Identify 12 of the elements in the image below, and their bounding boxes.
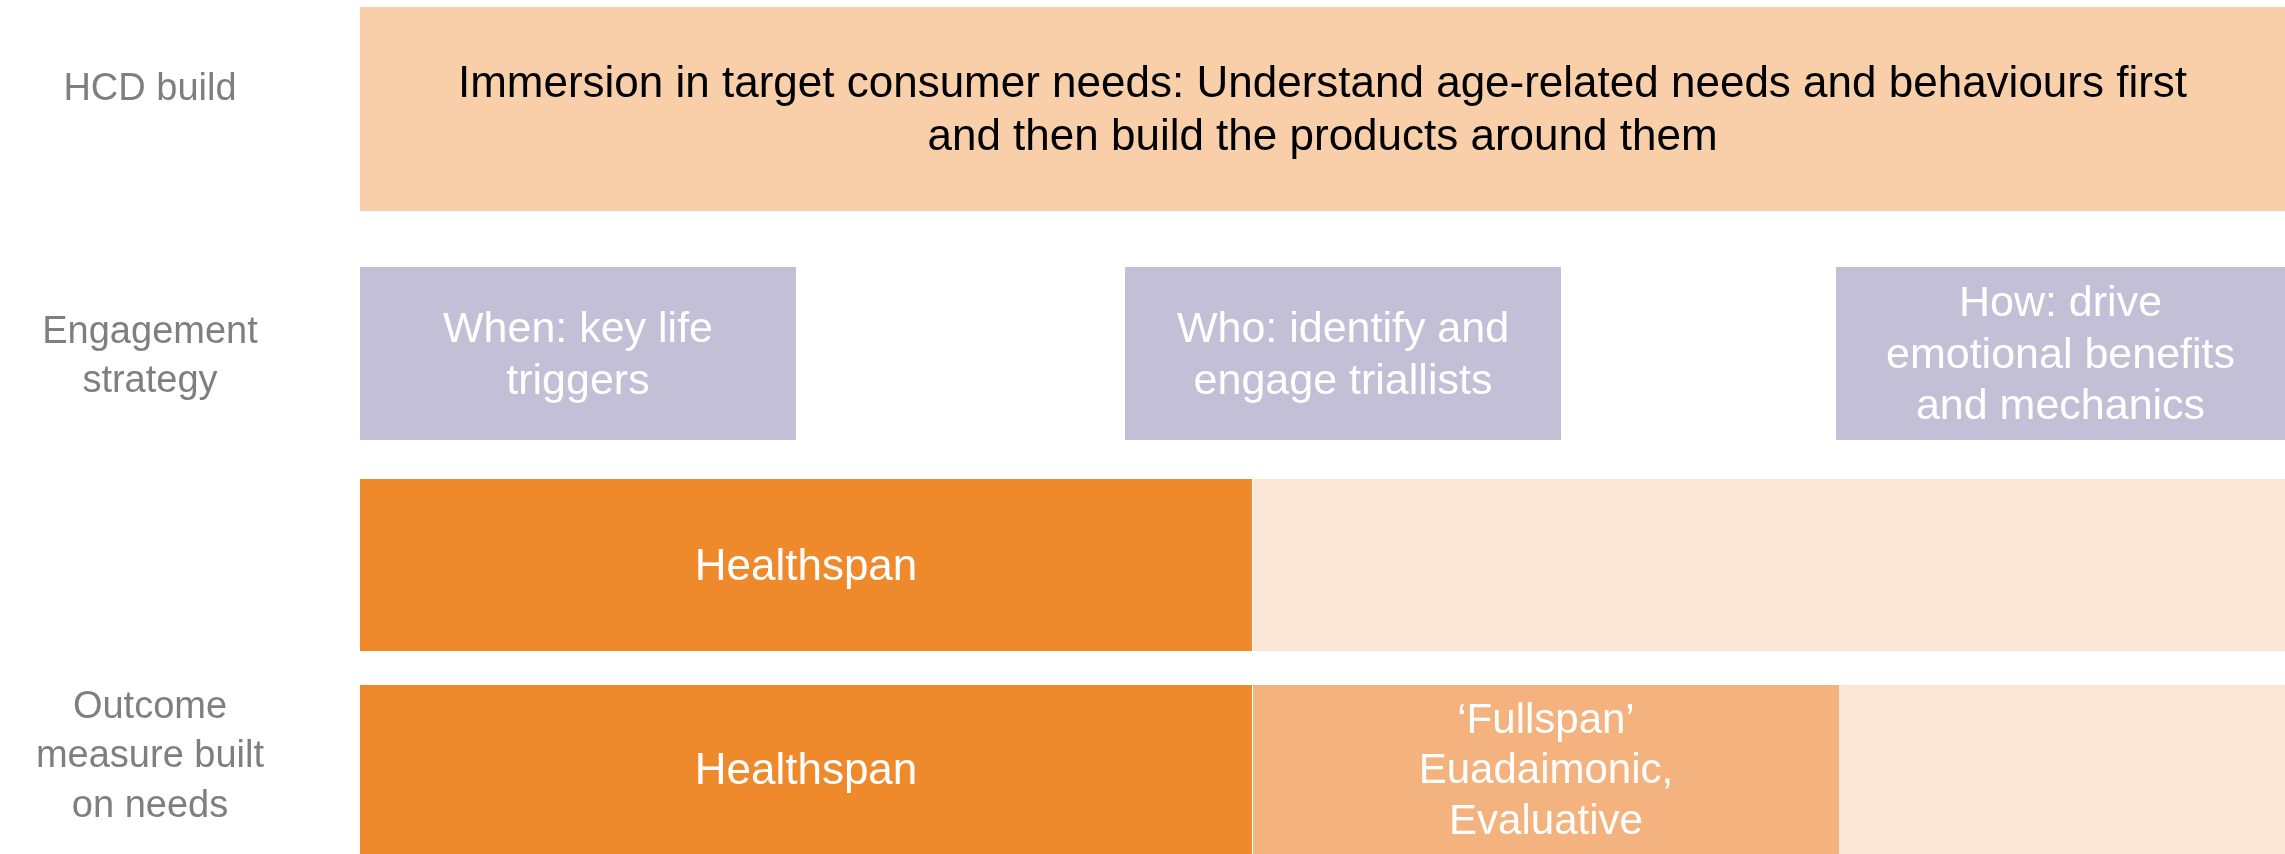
strategy-box: Who: identify and engage triallists — [1125, 267, 1561, 440]
banner-box: Immersion in target consumer needs: Understand age-related needs and behaviours first and then build the products around them — [360, 7, 2285, 211]
outcome-bar — [1253, 479, 2285, 651]
row-label: Outcome measure built on needs — [34, 682, 266, 827]
outcome-bar: Healthspan — [360, 685, 1252, 854]
row-label: Engagement strategy — [41, 307, 259, 402]
outcome-bar: Healthspan — [360, 479, 1252, 651]
outcome-bar: ‘Fullspan’ Euadaimonic, Evaluative — [1253, 685, 1839, 854]
strategy-box: How: drive emotional benefits and mechanics — [1836, 267, 2285, 440]
strategy-box: When: key life triggers — [360, 267, 796, 440]
outcome-bar — [1839, 685, 2285, 854]
row-label: HCD build — [63, 64, 237, 110]
